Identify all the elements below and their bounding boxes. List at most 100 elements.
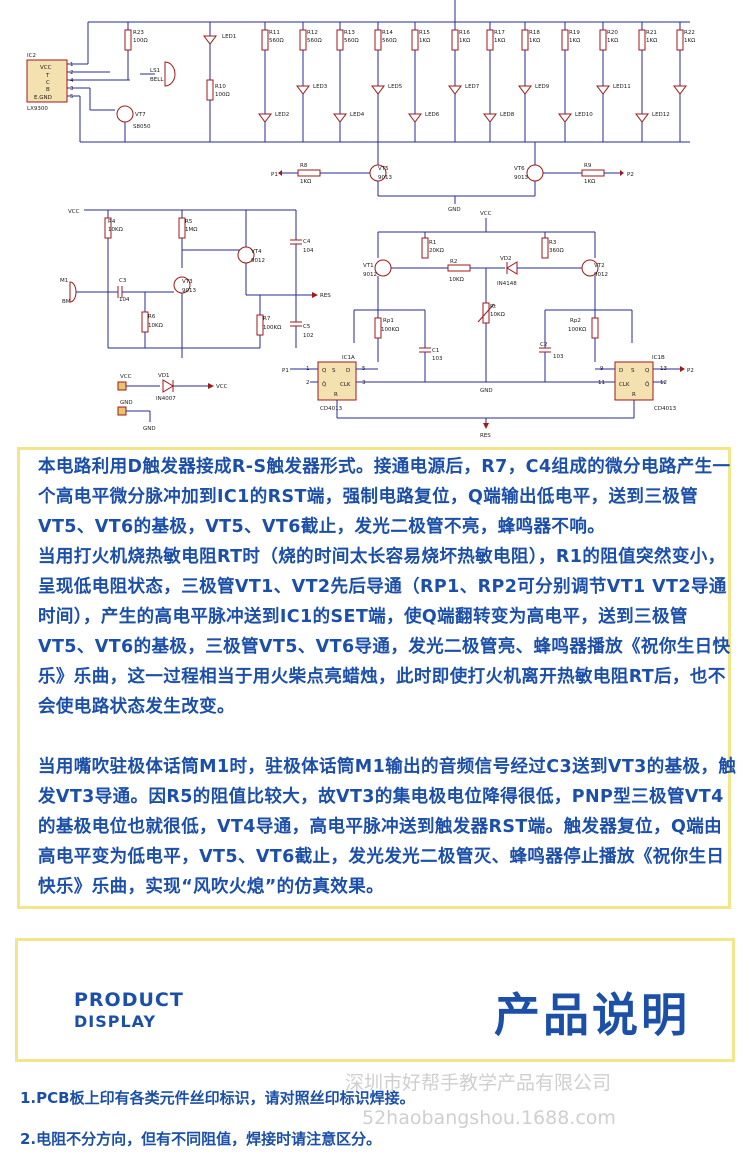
led-ref: LED9	[535, 84, 550, 90]
r1-val: 20KΩ	[429, 248, 444, 254]
vt6-transistor	[526, 164, 544, 182]
top-resistor-val: 560Ω	[269, 38, 284, 44]
top-resistor-ref: R22	[684, 30, 695, 36]
led-icon	[333, 113, 347, 123]
top-resistor-val: 1KΩ	[684, 38, 695, 44]
c2-ref: C2	[540, 342, 547, 348]
led-icon	[483, 113, 497, 123]
svg-text:S: S	[631, 368, 635, 374]
microphone-icon	[69, 281, 77, 303]
note-2: 2.电阻不分方向，但有不同阻值，焊接时请注意区分。	[20, 1130, 382, 1148]
top-resistor-val: 560Ω	[307, 38, 322, 44]
vt5-part: 9013	[378, 175, 392, 181]
top-resistor-r16	[451, 29, 459, 51]
led-ref: LED8	[500, 112, 515, 118]
ic2-pinnum-2: 2	[70, 70, 74, 76]
top-resistor-ref: R17	[494, 30, 505, 36]
svg-text:Q̄: Q̄	[645, 381, 650, 388]
svg-text:CD4013: CD4013	[320, 406, 343, 412]
watermark-company: 深圳市好帮手教学产品有限公司	[345, 1072, 612, 1094]
led-icon	[448, 85, 462, 95]
led-ref: LED2	[275, 112, 289, 118]
svg-text:11: 11	[598, 380, 605, 386]
p2-label-top: P2	[627, 172, 634, 178]
top-led-array: LED2LED3LED4LED5LED6LED7LED8LED9LED10LED…	[258, 50, 687, 142]
r10-val: 100Ω	[215, 92, 230, 98]
top-resistor-val: 560Ω	[344, 38, 359, 44]
svg-text:3: 3	[362, 380, 366, 386]
led1-ref: LED1	[222, 34, 236, 40]
ic2-pinnum-4: 4	[70, 78, 74, 84]
r10-resistor	[206, 79, 214, 101]
ic1b-chip: IC1B D S Q CLK Q̄ R CD4013 9 13 12 11	[598, 355, 677, 412]
vt1-part: 9012	[363, 272, 377, 278]
vcc-label-power: VCC	[120, 374, 132, 380]
r1-resistor	[421, 237, 429, 259]
top-resistor-ref: R11	[269, 30, 280, 36]
vd2-part: IN4148	[497, 281, 517, 287]
led-ref: LED5	[388, 84, 403, 90]
top-resistor-ref: R19	[569, 30, 580, 36]
description-box: 本电路利用D触发器接成R-S触发器形式。接通电源后，R7，C4组成的微分电路产生…	[17, 447, 736, 909]
r3-resistor	[541, 237, 549, 259]
top-resistor-ref: R15	[419, 30, 430, 36]
top-resistor-ref: R18	[529, 30, 540, 36]
res-label-mic: RES	[320, 293, 331, 299]
svg-text:Q̄: Q̄	[322, 381, 327, 388]
description-paragraph-2: 当用打火机烧热敏电阻RT时（烧的时间太长容易烧坏热敏电阻），R1的阻值突然变小，…	[38, 547, 731, 717]
vd1-diode-icon	[162, 379, 174, 393]
vt2-ref: VT2	[594, 263, 605, 269]
ic2-ref: IC2	[27, 53, 36, 59]
r9-val: 1KΩ	[584, 179, 595, 185]
led-ref: LED6	[425, 112, 440, 118]
svg-text:D: D	[346, 368, 350, 374]
rp1-val: 100KΩ	[381, 327, 399, 333]
c5-ref: C5	[303, 324, 311, 330]
r3-ref: R3	[549, 240, 557, 246]
svg-text:Q: Q	[645, 368, 650, 374]
r9-resistor	[581, 169, 605, 177]
vd2-diode-icon	[506, 261, 518, 275]
svg-text:2: 2	[306, 380, 310, 386]
svg-text:S: S	[332, 368, 336, 374]
r10-ref: R10	[215, 84, 226, 90]
r6-val: 10KΩ	[148, 323, 163, 329]
vt2-part: 9012	[594, 272, 608, 278]
p1-label-ff: P1	[282, 368, 289, 374]
svg-text:CLK: CLK	[340, 382, 351, 388]
top-resistor-r14	[374, 29, 382, 51]
r3-val: 360Ω	[549, 248, 564, 254]
rt-val: 10KΩ	[490, 312, 505, 318]
top-resistor-r13	[336, 29, 344, 51]
rp1-ref: Rp1	[383, 318, 394, 324]
svg-text:D: D	[619, 368, 623, 374]
svg-text:IC1B: IC1B	[652, 355, 665, 361]
svg-text:R: R	[632, 392, 636, 398]
top-resistor-r20	[599, 29, 607, 51]
r4-val: 10KΩ	[108, 227, 123, 233]
p2-label-ff: P2	[687, 368, 694, 374]
vcc-label-ff: VCC	[480, 211, 492, 217]
top-resistor-r22	[676, 29, 684, 51]
top-resistor-val: 1KΩ	[494, 38, 505, 44]
ls1-part: BELL	[150, 77, 164, 83]
ic2-pin-t: T	[45, 73, 50, 79]
ic2-pin-vcc: VCC	[40, 65, 52, 71]
vcc-label-out: VCC	[216, 384, 228, 390]
top-resistor-ref: R12	[307, 30, 318, 36]
led-ref: LED3	[313, 84, 328, 90]
led-ref: LED12	[652, 112, 670, 118]
rp2-potentiometer	[591, 317, 599, 339]
top-resistor-val: 560Ω	[382, 38, 397, 44]
vt7-part: S8050	[133, 124, 151, 130]
ic2-pin-c: C	[46, 80, 50, 86]
svg-text:R: R	[334, 392, 338, 398]
ic2-pinnum-5: 5	[70, 94, 74, 100]
led1-icon	[203, 35, 217, 45]
top-resistor-val: 1KΩ	[646, 38, 657, 44]
top-resistor-ref: R20	[607, 30, 618, 36]
top-resistor-val: 1KΩ	[419, 38, 430, 44]
r6-ref: R6	[148, 314, 156, 320]
r4-ref: R4	[108, 219, 116, 225]
led-icon	[296, 85, 310, 95]
